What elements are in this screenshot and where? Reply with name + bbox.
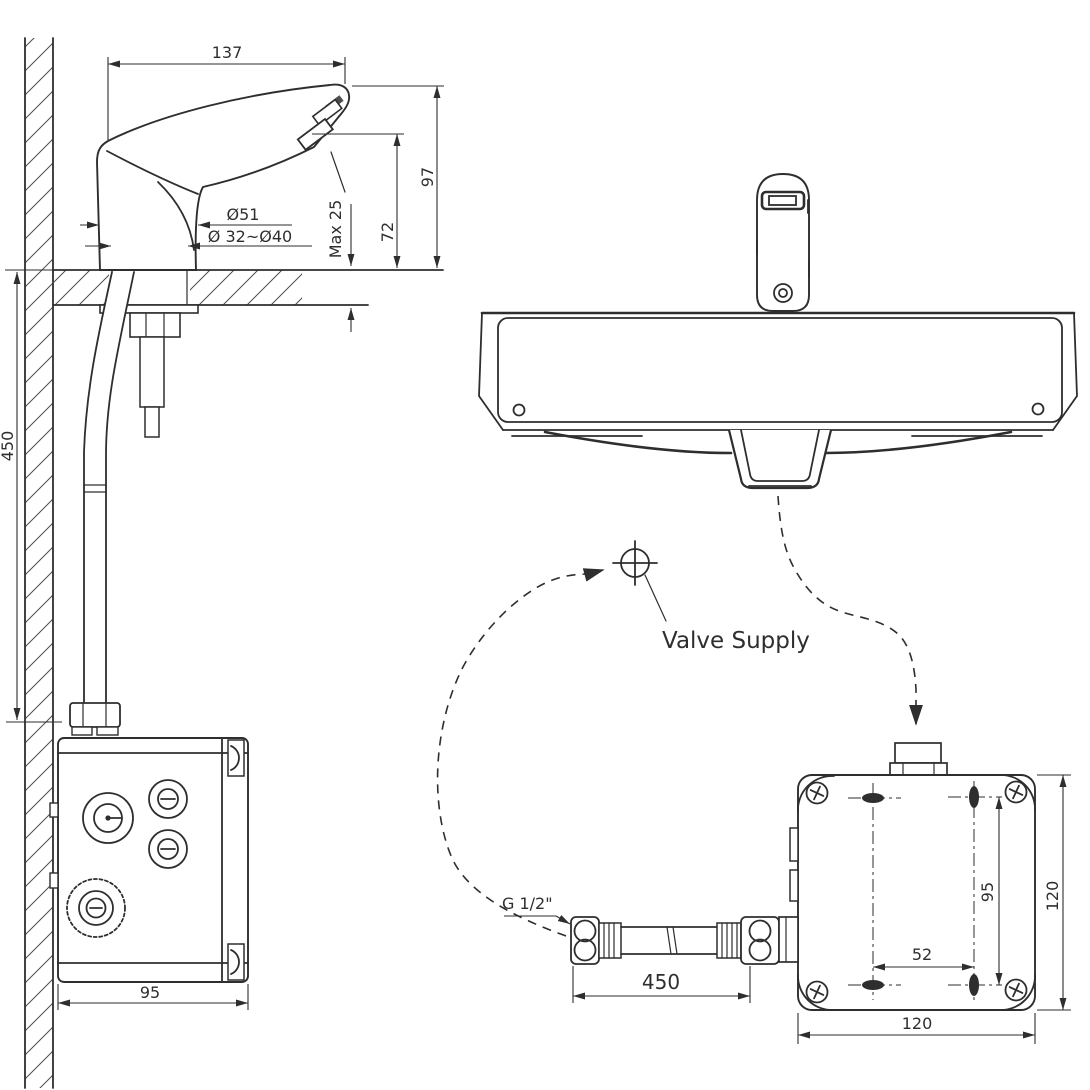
faucet-body bbox=[96, 83, 351, 271]
drain-to-box-guide bbox=[777, 495, 923, 726]
valve-supply-label: Valve Supply bbox=[662, 628, 810, 654]
dim-slot-spacing-vertical: 95 bbox=[978, 797, 1003, 985]
side-tab-bottom bbox=[789, 869, 799, 902]
dim-label-95-front: 95 bbox=[140, 983, 160, 1002]
sensor-aerator bbox=[296, 95, 344, 152]
dim-label-max25: Max 25 bbox=[326, 200, 345, 259]
dim-label-137: 137 bbox=[212, 43, 243, 62]
bowl-underside-left bbox=[543, 430, 733, 455]
mounting-slots bbox=[848, 781, 1002, 1000]
thread-callout: G 1/2" bbox=[502, 894, 571, 925]
overflow-hole-right bbox=[1031, 402, 1045, 416]
hose-fitting-right bbox=[740, 916, 780, 965]
dim-slot-spacing-horizontal: 52 bbox=[873, 945, 974, 971]
dim-label-hole-dia: Ø 32~Ø40 bbox=[208, 227, 292, 246]
supply-hose bbox=[69, 271, 135, 736]
faucet-front bbox=[756, 173, 810, 312]
routing-guides: Valve Supply bbox=[436, 495, 923, 937]
faucet-front-outlet bbox=[773, 283, 793, 303]
mounting-hardware bbox=[99, 304, 199, 438]
connection-hose: G 1/2" 450 bbox=[502, 894, 780, 1003]
dim-label-120-width: 120 bbox=[902, 1014, 933, 1033]
hose-nut bbox=[69, 702, 121, 728]
valve-supply-symbol bbox=[612, 540, 658, 586]
dim-box-front-width: 95 bbox=[57, 983, 249, 1010]
thread-size-label: G 1/2" bbox=[502, 894, 553, 913]
side-bracket-bottom bbox=[227, 943, 245, 981]
dim-label-base-dia: Ø51 bbox=[227, 205, 260, 224]
wall-section bbox=[24, 37, 54, 1089]
side-bracket-top bbox=[227, 739, 245, 777]
basin-right-end bbox=[1052, 312, 1078, 431]
adjust-knob-large bbox=[82, 792, 134, 844]
dim-label-120-height: 120 bbox=[1043, 881, 1062, 912]
corner-screws bbox=[805, 780, 1028, 1004]
bowl-underside-right bbox=[823, 430, 1013, 455]
screw-button-bottom bbox=[148, 829, 188, 869]
dim-label-52: 52 bbox=[912, 945, 932, 964]
dim-box-back-height: 120 bbox=[1037, 774, 1071, 1011]
dim-label-72: 72 bbox=[378, 222, 397, 242]
dim-hole-diameter: Ø 32~Ø40 bbox=[85, 227, 312, 250]
wall-tab-bottom bbox=[49, 872, 59, 889]
knurled-dial bbox=[66, 878, 126, 938]
dim-supply-drop: 450 bbox=[0, 272, 62, 723]
dim-label-450-drop: 450 bbox=[0, 431, 17, 462]
dim-overall-height: 97 bbox=[352, 85, 444, 268]
overflow-hole-left bbox=[512, 403, 526, 417]
dim-base-diameter: Ø51 bbox=[80, 205, 292, 229]
dim-aerator-height: 72 bbox=[312, 133, 404, 268]
hose-fitting-left bbox=[570, 916, 600, 965]
screw-button-top bbox=[148, 779, 188, 819]
dim-hose-length: 450 bbox=[572, 966, 751, 1003]
side-tab-top bbox=[789, 827, 799, 862]
dim-box-back-width: 120 bbox=[797, 1013, 1036, 1044]
inlet-connector-top bbox=[889, 742, 948, 777]
dim-label-97: 97 bbox=[418, 167, 437, 187]
basin-front-view bbox=[478, 173, 1078, 490]
basin-left-end bbox=[478, 312, 504, 431]
faucet-side-view: 137 97 72 Max 25 Ø51 Ø 32~Ø40 bbox=[0, 37, 444, 1089]
dim-spout-reach: 137 bbox=[107, 43, 346, 140]
countertop-section bbox=[5, 269, 444, 306]
drain-trap bbox=[727, 429, 833, 490]
wall-tab-top bbox=[49, 802, 59, 818]
hose-to-valve-guide bbox=[436, 568, 605, 937]
basin-apron-panel bbox=[497, 317, 1063, 423]
control-box-back-view: 95 120 52 120 bbox=[778, 742, 1071, 1044]
hose-inlet-left bbox=[778, 916, 799, 963]
control-box-front-view: 95 bbox=[49, 737, 249, 1010]
dim-label-95-back: 95 bbox=[978, 882, 997, 902]
dim-deck-thickness: Max 25 bbox=[326, 200, 355, 332]
dim-label-450-hose: 450 bbox=[642, 970, 680, 994]
